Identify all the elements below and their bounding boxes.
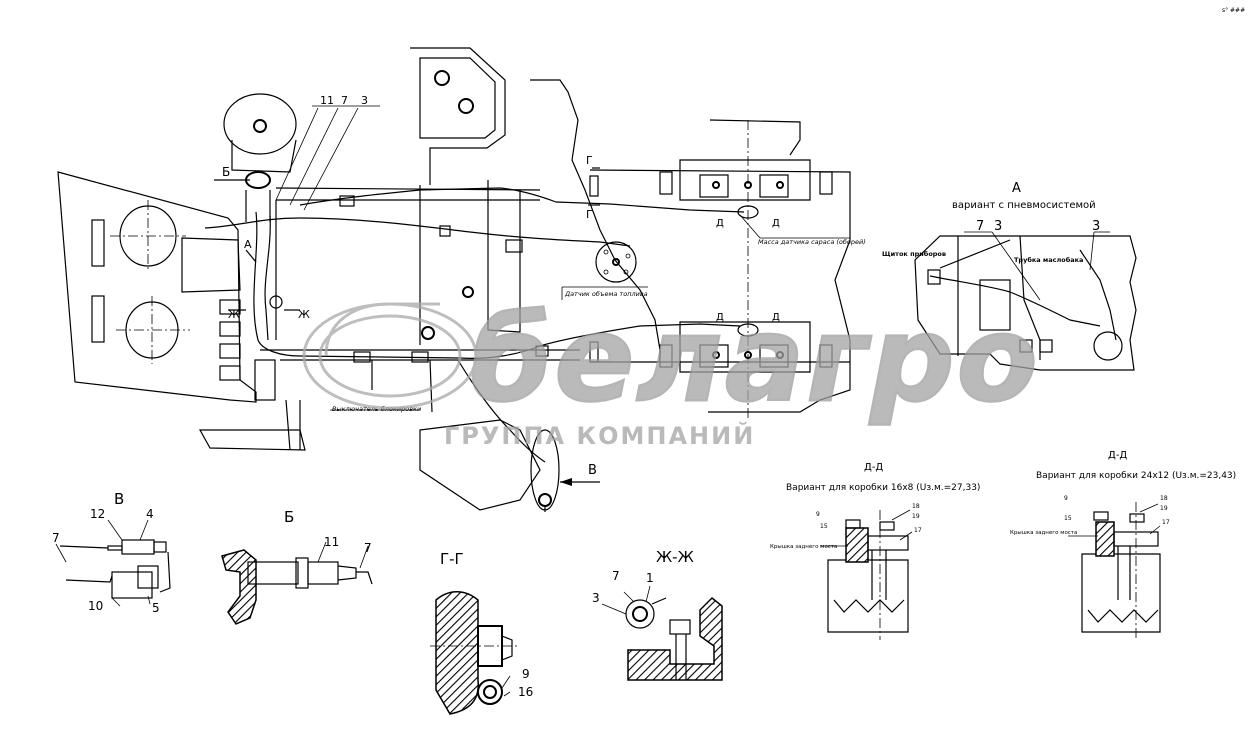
view-zhzh-callout: 7 xyxy=(612,569,620,583)
view-gg: Г-Г 9 16 xyxy=(430,550,533,715)
view-dd-16x8-callout: 9 xyxy=(816,511,820,518)
view-a-title: А xyxy=(1012,181,1021,196)
view-dd-16x8-callout: 19 xyxy=(912,513,920,520)
view-b-callout: 11 xyxy=(324,535,339,549)
main-callout: 3 xyxy=(361,94,368,107)
view-v-callout: 10 xyxy=(88,599,103,613)
label-gearbox-switch: Выключатель блокировки xyxy=(332,405,421,413)
view-zhzh-callout: 3 xyxy=(592,591,600,605)
view-gg-title: Г-Г xyxy=(440,550,464,568)
section-mark: Г xyxy=(586,208,593,221)
view-dd-16x8-title: Д-Д xyxy=(864,462,883,473)
view-zhzh: Ж-Ж 7 1 3 xyxy=(592,548,723,681)
view-dd-24x12-callout: 9 xyxy=(1064,495,1068,502)
section-mark: Ж xyxy=(298,308,310,321)
watermark-tagline: ГРУППА КОМПАНИЙ xyxy=(444,421,755,450)
section-mark: Д xyxy=(716,218,724,229)
view-a-subtitle: вариант с пневмосистемой xyxy=(952,200,1096,211)
view-v-title: В xyxy=(114,490,124,508)
view-gg-callout: 16 xyxy=(518,685,533,699)
view-dd-24x12-callout: 19 xyxy=(1160,505,1168,512)
view-dd-24x12-title: Д-Д xyxy=(1108,450,1127,461)
watermark-brand: белагро xyxy=(470,290,1040,428)
section-mark: Д xyxy=(772,218,780,229)
label-instrument-panel: Щиток приборов xyxy=(882,250,946,258)
view-gg-callout: 9 xyxy=(522,667,530,681)
section-mark: А xyxy=(244,238,252,251)
view-dd-24x12-callout: 17 xyxy=(1162,519,1170,526)
view-dd-16x8-callout: 17 xyxy=(914,527,922,534)
view-dd-24x12-subtitle: Вариант для коробки 24x12 (Uз.м.=23,43) xyxy=(1036,471,1236,481)
section-mark: Б xyxy=(222,165,230,179)
section-mark: Ж xyxy=(228,308,240,321)
section-mark: В xyxy=(588,463,597,478)
main-view: 11 7 3 Б А Ж Ж Г Г Д Д Д Д В Масса датчи… xyxy=(57,47,866,512)
view-v: В 12 4 7 10 5 xyxy=(52,490,171,615)
view-dd-16x8-label: Крышка заднего моста xyxy=(770,544,837,550)
view-dd-24x12-callout: 15 xyxy=(1064,515,1072,522)
view-b: Б 11 7 xyxy=(221,508,373,625)
view-b-callout: 7 xyxy=(364,541,372,555)
section-mark: Д xyxy=(772,312,780,323)
label-oil-pipe: Трубка маслобака xyxy=(1014,256,1083,264)
view-a-callout: 3 xyxy=(1092,219,1100,234)
view-zhzh-title: Ж-Ж xyxy=(656,548,694,566)
view-b-title: Б xyxy=(284,508,294,526)
view-a-callout: 7 xyxy=(976,219,984,234)
section-mark: Д xyxy=(716,312,724,323)
view-dd-24x12-callout: 18 xyxy=(1160,495,1168,502)
view-dd-16x8-callout: 15 xyxy=(820,523,828,530)
view-dd-16x8-callout: 18 xyxy=(912,503,920,510)
view-v-callout: 4 xyxy=(146,507,154,521)
view-dd-16x8: Д-Д Вариант для коробки 16x8 (Uз.м.=27,3… xyxy=(770,462,980,640)
view-v-callout: 12 xyxy=(90,507,105,521)
section-mark: Г xyxy=(586,154,593,167)
corner-mark: s° ### xyxy=(1222,7,1245,14)
main-callout: 7 xyxy=(341,94,348,107)
view-v-callout: 7 xyxy=(52,531,60,545)
main-callout: 11 xyxy=(320,94,334,107)
view-dd-24x12: Д-Д Вариант для коробки 24x12 (Uз.м.=23,… xyxy=(1010,450,1236,640)
label-fuel-level-sensor: Датчик объема топлива xyxy=(564,290,648,298)
view-a: А вариант с пневмосистемой 7 3 3 Щиток п… xyxy=(882,181,1137,371)
view-zhzh-callout: 1 xyxy=(646,571,654,585)
view-a-callout: 3 xyxy=(994,219,1002,234)
view-dd-24x12-label: Крышка заднего моста xyxy=(1010,530,1077,536)
label-fuel-sensor-ground: Масса датчика сараса (оборей) xyxy=(758,238,866,246)
view-v-callout: 5 xyxy=(152,601,160,615)
view-dd-16x8-subtitle: Вариант для коробки 16x8 (Uз.м.=27,33) xyxy=(786,483,980,493)
watermark: белагро ГРУППА КОМПАНИЙ xyxy=(302,289,1040,450)
